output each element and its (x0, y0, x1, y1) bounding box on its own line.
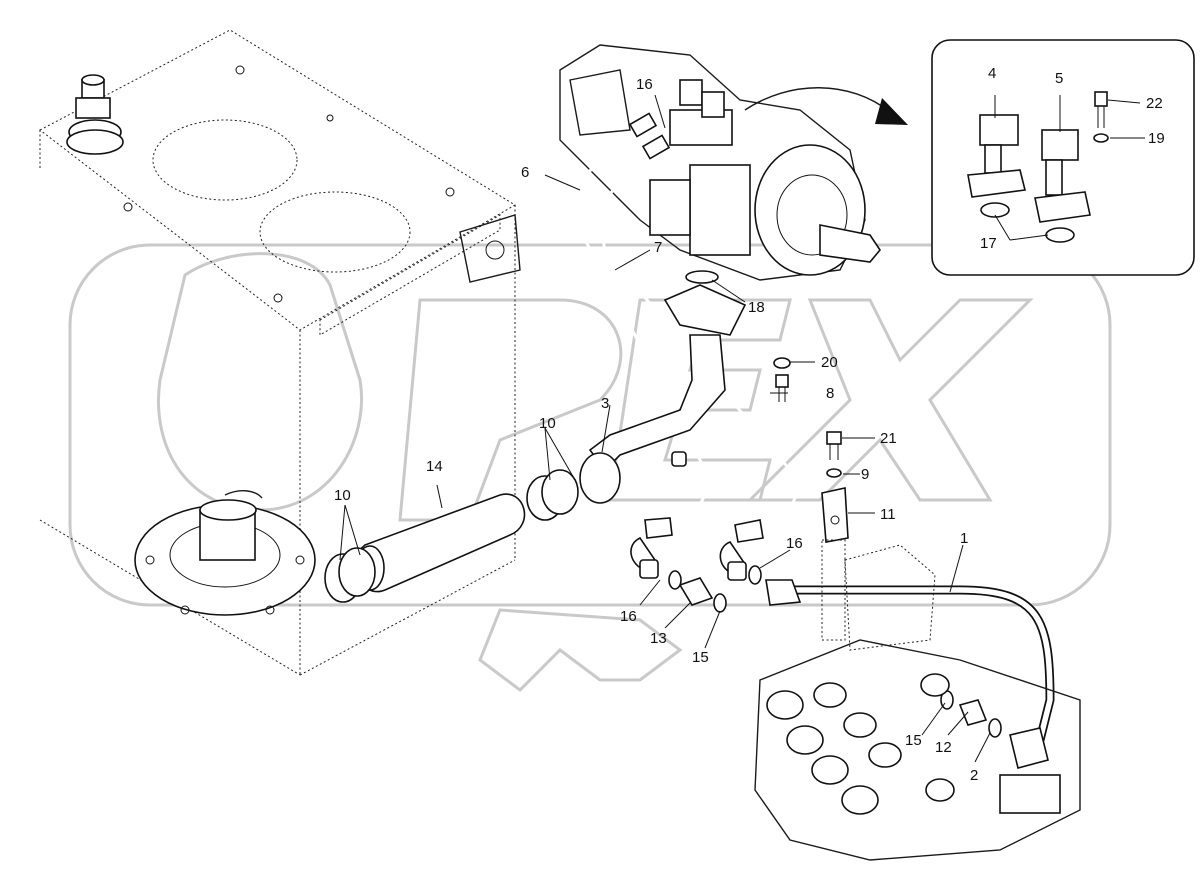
callout-9: 9 (861, 466, 869, 483)
callout-14: 14 (426, 458, 443, 475)
hoses (576, 112, 798, 581)
callout-22: 22 (1146, 95, 1163, 112)
hose-clamps (324, 469, 579, 603)
watermark-outline (68, 243, 1112, 692)
control-valve (754, 539, 1081, 861)
detail-arrow (744, 87, 908, 125)
leader-lines (339, 94, 1145, 763)
callout-16a: 16 (620, 608, 637, 625)
callout-16c: 16 (636, 76, 653, 93)
callout-4: 4 (988, 65, 996, 82)
hydraulic-tank (39, 29, 521, 676)
callout-5: 5 (1055, 70, 1063, 87)
callout-15b: 15 (692, 649, 709, 666)
callout-10a: 10 (539, 415, 556, 432)
callout-8: 8 (826, 385, 834, 402)
callout-16b: 16 (786, 535, 803, 552)
callout-2: 2 (970, 767, 978, 784)
callout-20: 20 (821, 354, 838, 371)
fasteners (773, 357, 849, 543)
callout-15a: 15 (905, 732, 922, 749)
detail-inset (931, 39, 1195, 276)
suction-pipe (579, 270, 747, 504)
callout-13: 13 (650, 630, 667, 647)
callout-11: 11 (880, 506, 896, 523)
hose-14 (354, 493, 526, 593)
callout-18: 18 (748, 299, 765, 316)
callout-labels: 1 2 3 4 5 6 7 8 9 10 10 11 12 13 14 15 1… (334, 65, 1165, 784)
callout-1: 1 (960, 530, 968, 547)
callout-17: 17 (980, 235, 997, 252)
hydraulic-pump (559, 44, 881, 281)
callout-3: 3 (601, 395, 609, 412)
callout-19: 19 (1148, 130, 1165, 147)
callout-12: 12 (935, 739, 952, 756)
callout-10b: 10 (334, 487, 351, 504)
tank-outlet-flange (134, 490, 316, 616)
pipe-1 (765, 579, 1055, 769)
tank-breather (66, 74, 124, 155)
callout-6: 6 (521, 164, 529, 181)
callout-21: 21 (880, 430, 897, 447)
callout-7: 7 (654, 239, 662, 256)
